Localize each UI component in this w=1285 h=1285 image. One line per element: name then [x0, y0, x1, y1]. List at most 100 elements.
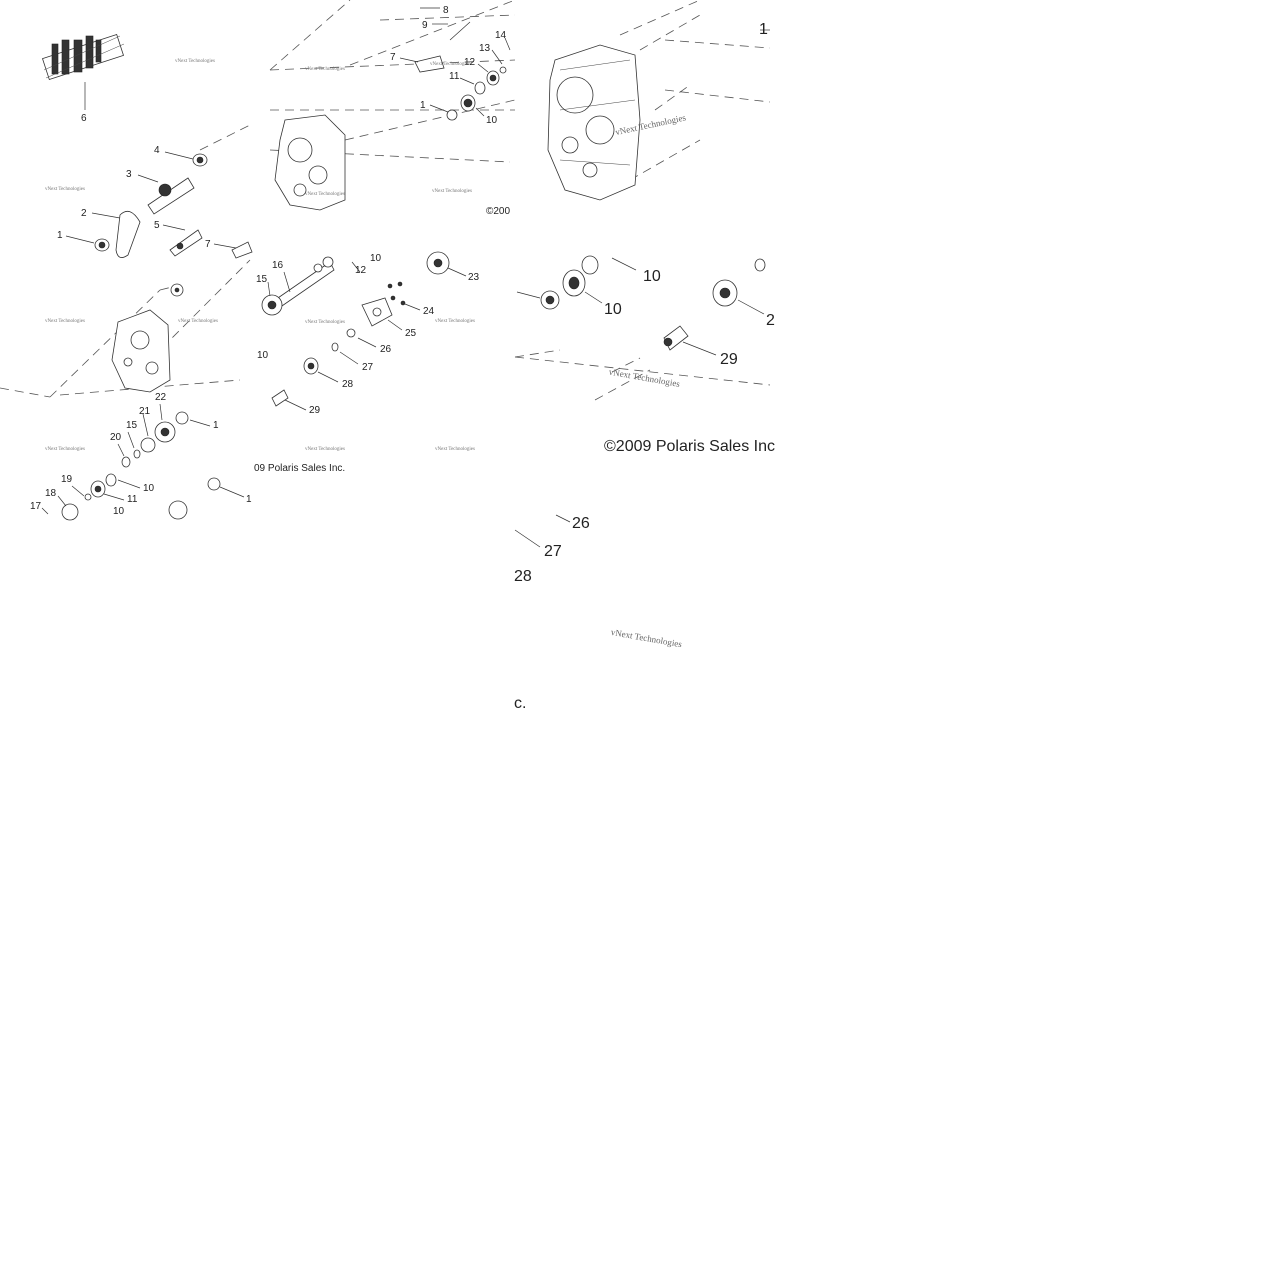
watermark: vNext Technologies: [305, 67, 345, 72]
watermark: vNext Technologies: [432, 189, 472, 194]
callout-10d: 10: [113, 506, 125, 517]
watermark: vNext Technologies: [435, 319, 475, 324]
watermark: vNext Technologies: [45, 319, 85, 324]
ring-15: [133, 449, 141, 459]
callout-1b: 1: [420, 100, 426, 111]
watermark: vNext Technologies: [178, 319, 218, 324]
watermark: vNext Technologies: [305, 192, 345, 197]
callout-28: 28: [514, 568, 532, 585]
panel-middle-right: 10 10 2 29 ©2009 Polaris Sales Inc vNext…: [514, 255, 775, 455]
callout-12: 12: [355, 265, 367, 276]
gear-21: [140, 437, 156, 453]
callout-11: 11: [449, 71, 460, 82]
callout-8: 8: [443, 5, 449, 16]
gear-cluster-6: [42, 33, 125, 81]
watermark: vNext Technologies: [305, 320, 345, 325]
callout-7: 7: [205, 239, 211, 250]
fork-7a: [231, 241, 253, 259]
panel-middle-left: 16 15 12 10 23 24 25 26 27 28 10 29 22 2…: [0, 251, 480, 521]
callout-10c: 10: [143, 483, 155, 494]
ring-26: [346, 328, 356, 338]
flange-25: [361, 281, 406, 327]
callout-14: 14: [495, 30, 507, 41]
callout-19: 19: [61, 474, 73, 485]
watermark: vNext Technologies: [45, 447, 85, 452]
callout-10: 10: [486, 115, 498, 126]
gear-22: [154, 421, 176, 443]
callout-6: 6: [81, 113, 87, 124]
callout-7b: 7: [390, 52, 396, 63]
callout-10: 10: [370, 253, 382, 264]
watermark: vNext Technologies: [435, 447, 475, 452]
gear-lower: [168, 500, 188, 520]
bearing-4: [192, 153, 208, 167]
shaft-5: [169, 229, 203, 257]
callout-11: 11: [127, 494, 138, 505]
callout-1: 1: [57, 230, 63, 241]
ring-20: [121, 456, 131, 468]
callout-12: 12: [464, 57, 476, 68]
callout-23: 23: [468, 272, 480, 283]
callout-26: 26: [380, 344, 392, 355]
callout-28: 28: [342, 379, 354, 390]
watermark: vNext Technologies: [45, 187, 85, 192]
callout-4: 4: [154, 145, 160, 156]
bearing-1: [94, 238, 110, 252]
callout-10: 10: [643, 268, 661, 285]
bearing-1d: [207, 477, 221, 491]
bearing-10: [460, 94, 476, 112]
panel-top-left: 6 4 3 2 1 5 7 8 9 7 12 13 14 11 1 10 ©20…: [42, 0, 516, 259]
bearing-10b: [105, 473, 117, 487]
bearing-1b: [446, 109, 458, 121]
shaft-16: [261, 256, 335, 316]
callout-10b: 10: [604, 301, 622, 318]
copyright-top-left: ©200: [486, 206, 510, 217]
bearing-28: [303, 357, 319, 375]
watermark: vNext Technologies: [305, 447, 345, 452]
callout-1: 1: [213, 420, 219, 431]
callout-29: 29: [720, 351, 738, 368]
callout-1: 1: [759, 21, 768, 38]
ring-top: [581, 255, 599, 275]
panel-bottom-right: 26 27 28 vNext Technologies c.: [514, 514, 683, 712]
callout-2: 2: [81, 208, 87, 219]
output-29: [663, 325, 689, 351]
watermark: vNext Technologies: [430, 62, 470, 67]
ring-right: [754, 258, 766, 272]
gearcase-cover: [111, 309, 171, 393]
shaft-3: [147, 177, 195, 215]
panel-top-right: 1 vNext Technologies: [547, 0, 771, 201]
ring-11: [474, 81, 486, 95]
callout-9: 9: [422, 20, 428, 31]
copyright-middle-left: 09 Polaris Sales Inc.: [254, 463, 345, 474]
callout-15b: 15: [126, 420, 138, 431]
bearing-1c: [175, 411, 189, 425]
gear-17: [61, 503, 79, 521]
callout-26: 26: [572, 515, 590, 532]
callout-18: 18: [45, 488, 57, 499]
callout-22: 22: [155, 392, 167, 403]
output-29: [271, 389, 289, 407]
callout-2: 2: [766, 312, 775, 329]
gear-small: [170, 283, 184, 297]
callout-16: 16: [272, 260, 284, 271]
callout-21: 21: [139, 406, 151, 417]
watermark: vNext Technologies: [610, 627, 683, 649]
callout-15: 15: [256, 274, 268, 285]
callout-27: 27: [544, 543, 562, 560]
ring-27: [331, 342, 339, 352]
transmission-case-left: [274, 114, 346, 211]
transmission-case-right: [547, 44, 641, 201]
gear-23: [426, 251, 450, 275]
callout-13: 13: [479, 43, 491, 54]
bearing-10a: [562, 269, 586, 297]
copyright-middle-right: ©2009 Polaris Sales Inc: [604, 438, 775, 455]
bearing-11: [90, 480, 106, 498]
callout-25: 25: [405, 328, 417, 339]
chain-2: [115, 210, 141, 258]
pin-9: [449, 21, 471, 41]
fork-7b: [414, 55, 445, 73]
callout-3: 3: [126, 169, 132, 180]
bearing-12: [486, 70, 500, 86]
